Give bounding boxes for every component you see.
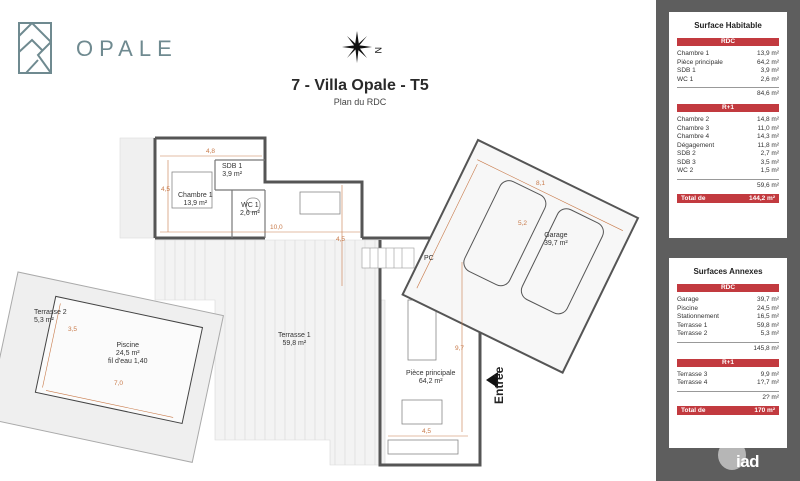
floor-plan-drawing bbox=[0, 136, 640, 467]
interior-walls bbox=[214, 159, 266, 238]
dim-chambre-width: 4,8 bbox=[206, 148, 216, 155]
iad-watermark: iad bbox=[736, 452, 760, 471]
dimension-lines bbox=[160, 155, 468, 437]
dim-hall-height: 4,5 bbox=[336, 236, 346, 243]
plan-title: 7 - Villa Opale - T5 bbox=[291, 77, 429, 94]
side-strip bbox=[119, 137, 156, 239]
surface-habitable-title: Surface Habitable bbox=[694, 21, 762, 30]
opale-logo-icon bbox=[18, 22, 52, 74]
stairs bbox=[361, 247, 415, 269]
r1-subtotal: 59,6 m² bbox=[677, 178, 779, 191]
annexes-rdc-header: RDC bbox=[677, 284, 779, 292]
dim-piece-length: 9,7 bbox=[455, 345, 465, 352]
surfaces-annexes-title: Surfaces Annexes bbox=[693, 267, 763, 276]
dim-piscine-length: 7,0 bbox=[114, 380, 124, 387]
annexes-r1-subtotal: 2? m² bbox=[677, 390, 779, 403]
plan-subtitle: Plan du RDC bbox=[333, 97, 387, 107]
rdc-header: RDC bbox=[677, 38, 779, 46]
brand-name: OPALE bbox=[76, 36, 178, 61]
north-compass-icon: N bbox=[342, 31, 383, 63]
dim-garage-length: 8,1 bbox=[536, 180, 546, 187]
rdc-subtotal: 84,6 m² bbox=[677, 87, 779, 99]
dim-garage-width: 5,2 bbox=[518, 220, 528, 227]
annexes-r1-header: R+1 bbox=[677, 358, 779, 367]
iad-logo-icon bbox=[718, 440, 746, 470]
terrasse-deck bbox=[154, 239, 386, 466]
dim-chambre-height: 4,5 bbox=[161, 186, 171, 193]
piscine-shape bbox=[0, 271, 225, 463]
room-pc: PC bbox=[424, 255, 434, 262]
garage-shape bbox=[401, 138, 640, 374]
entrance-arrow-icon bbox=[486, 372, 498, 388]
annexes-rdc-subtotal: 145,8 m² bbox=[677, 341, 779, 354]
dim-piscine-width: 3,5 bbox=[68, 326, 78, 333]
dim-hall-width: 10,0 bbox=[270, 224, 283, 231]
entrance-label: Entrée bbox=[492, 366, 506, 404]
furniture bbox=[171, 171, 459, 455]
r1-header: R+1 bbox=[677, 104, 779, 112]
dim-piece-width: 4,5 bbox=[422, 428, 432, 435]
compass-letter: N bbox=[373, 47, 383, 54]
